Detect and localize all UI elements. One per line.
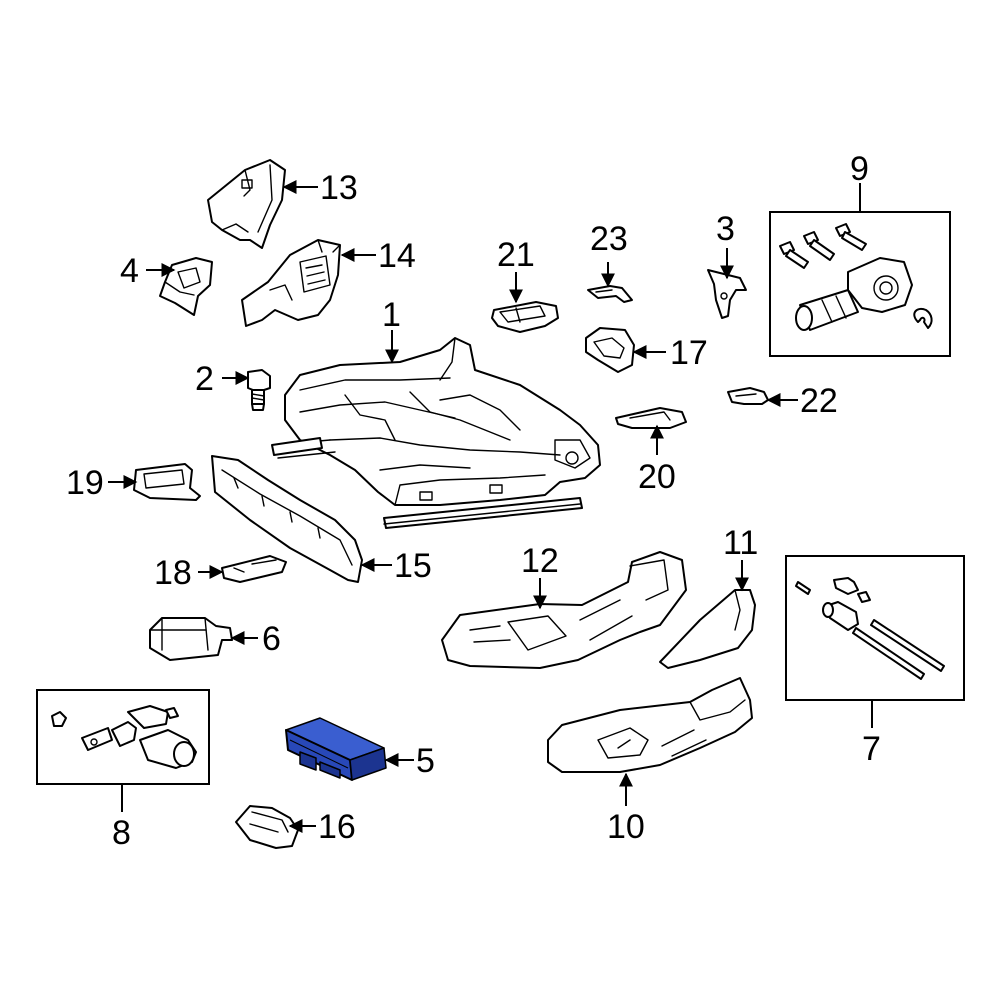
callout-4[interactable]: 4 (120, 252, 139, 290)
callout-14[interactable]: 14 (378, 237, 416, 275)
part-14-side-shield[interactable] (241, 239, 341, 327)
part-7-cables (795, 577, 945, 680)
callout-1[interactable]: 1 (382, 296, 401, 334)
part-11-side-cover[interactable] (659, 589, 756, 669)
part-17-bracket[interactable] (585, 327, 635, 373)
callout-9[interactable]: 9 (850, 150, 869, 188)
part-9-motor (779, 223, 933, 331)
callout-22[interactable]: 22 (800, 382, 838, 420)
callout-20[interactable]: 20 (638, 458, 676, 496)
callout-16[interactable]: 16 (318, 808, 356, 846)
part-19-bracket[interactable] (133, 463, 201, 501)
callout-10[interactable]: 10 (607, 808, 645, 846)
part-21-clip[interactable] (491, 301, 559, 333)
part-16-switch-knob[interactable] (235, 805, 299, 849)
callout-12[interactable]: 12 (521, 542, 559, 580)
callout-23[interactable]: 23 (590, 220, 628, 258)
part-18-clip[interactable] (221, 555, 287, 583)
callout-19[interactable]: 19 (66, 464, 104, 502)
part-8-motor (51, 705, 197, 769)
callout-15[interactable]: 15 (394, 547, 432, 585)
part-3-bracket[interactable] (707, 269, 747, 319)
callout-11[interactable]: 11 (723, 524, 758, 562)
part-12-side-panel[interactable] (441, 551, 687, 669)
part-1-seat-frame[interactable] (271, 337, 601, 529)
part-4-bracket[interactable] (159, 257, 213, 316)
callout-18[interactable]: 18 (154, 554, 192, 592)
callout-6[interactable]: 6 (262, 620, 281, 658)
part-6-switch-housing[interactable] (149, 617, 233, 661)
part-22-clip[interactable] (727, 387, 769, 405)
callout-3[interactable]: 3 (716, 210, 735, 248)
callout-13[interactable]: 13 (320, 169, 358, 207)
part-10-outer-shield[interactable] (547, 677, 753, 773)
part-23-clip[interactable] (587, 285, 633, 303)
callout-17[interactable]: 17 (670, 334, 708, 372)
part-5-control-module[interactable] (285, 717, 387, 781)
part-20-clip[interactable] (615, 407, 687, 429)
callout-21[interactable]: 21 (497, 236, 535, 274)
callout-7: 7 (862, 730, 881, 768)
callout-5[interactable]: 5 (416, 742, 435, 780)
part-13-side-cover[interactable] (207, 159, 286, 249)
part-2-bolt[interactable] (247, 369, 271, 411)
callout-8: 8 (112, 814, 131, 852)
callout-2[interactable]: 2 (195, 360, 214, 398)
part-15-side-trim[interactable] (211, 455, 363, 583)
